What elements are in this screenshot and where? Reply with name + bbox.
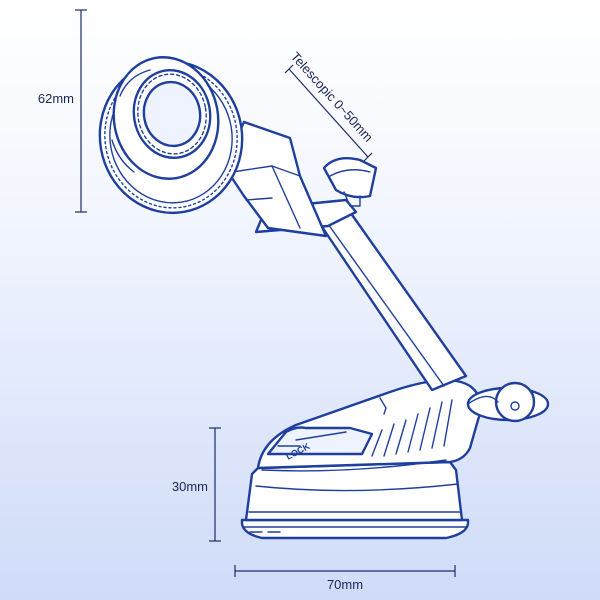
dimension-telescopic-label: Telescopic 0~50mm — [288, 49, 376, 145]
inner-arm — [222, 120, 328, 238]
dimension-70mm-label: 70mm — [327, 577, 363, 592]
lock-knob — [466, 381, 550, 423]
dimension-62mm-label: 62mm — [38, 91, 74, 106]
dimension-30mm: 30mm — [172, 427, 221, 542]
magnetic-head — [98, 56, 244, 215]
suction-base — [240, 460, 470, 540]
dimension-70mm: 70mm — [234, 565, 456, 592]
dimension-30mm-label: 30mm — [172, 479, 208, 494]
dimension-telescopic: Telescopic 0~50mm — [284, 49, 376, 162]
pivot-housing: LOCK — [256, 379, 482, 472]
dimension-62mm: 62mm — [38, 9, 87, 213]
release-button — [322, 157, 378, 207]
